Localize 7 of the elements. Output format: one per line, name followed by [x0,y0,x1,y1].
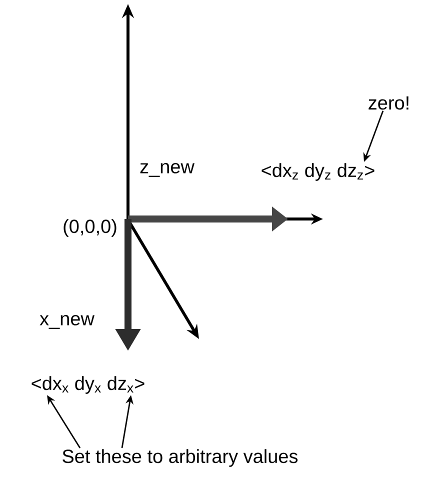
axis-label: x_new [40,315,94,329]
axis-label: z_new [140,163,194,177]
annotation-text: Set these to arbitrary values [62,449,298,467]
origin-label: (0,0,0) [64,219,116,237]
vector-label: <dx$_{z}$ dy$_{z}$ dz$_{z}$> [262,163,374,181]
annotation-text: zero! [368,96,408,110]
vector-label: <dx$_{x}$ dy$_{x}$ dz$_{x}$> [32,376,144,394]
